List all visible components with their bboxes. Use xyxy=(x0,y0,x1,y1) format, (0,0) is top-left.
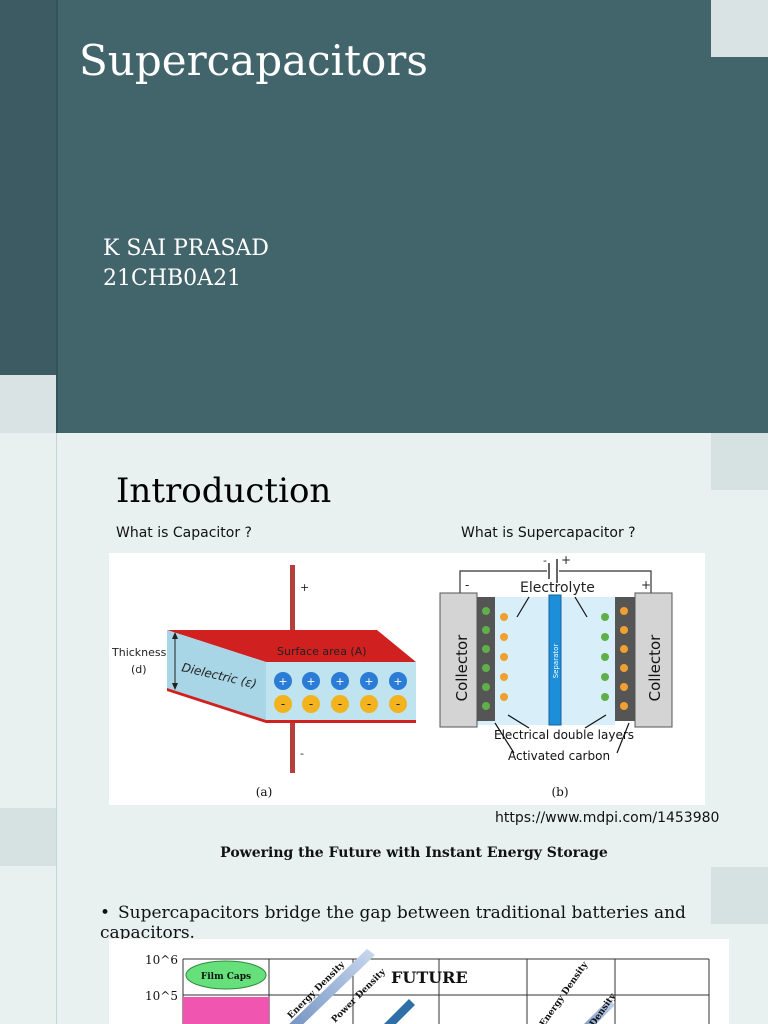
charge-plus: + xyxy=(335,675,344,688)
battery-minus: - xyxy=(543,554,547,567)
plus-terminal: + xyxy=(300,581,309,594)
bottom-plate xyxy=(167,688,416,723)
negative-charges xyxy=(274,695,407,713)
bullet-text: Supercapacitors bridge the gap between t… xyxy=(100,903,686,943)
bottom-wire xyxy=(290,721,295,773)
thickness-symbol: (d) xyxy=(131,663,147,676)
corner-block-bottom-left xyxy=(0,375,56,433)
carbon-left xyxy=(477,597,495,721)
separator-label: Separator xyxy=(552,644,560,679)
electrolyte-label: Electrolyte xyxy=(520,580,595,596)
bullet-item: •Supercapacitors bridge the gap between … xyxy=(100,903,768,943)
charge-plus: + xyxy=(278,675,287,688)
charge-minus: - xyxy=(281,697,285,711)
side-block-left xyxy=(0,808,56,866)
film-caps-bubble xyxy=(185,960,267,990)
top-wire xyxy=(290,565,295,645)
y-tick-2: 10^5 xyxy=(145,989,178,1003)
carbon-label: Activated carbon xyxy=(508,749,610,763)
future-label: FUTURE xyxy=(391,968,468,987)
question-capacitor: What is Capacitor ? xyxy=(116,525,252,541)
slide-title: Introduction xyxy=(116,471,332,511)
figure-source-link[interactable]: https://www.mdpi.com/1453980 xyxy=(495,810,720,826)
left-decor-strip xyxy=(0,0,58,433)
carbon-right xyxy=(615,597,635,721)
slide-title: Supercapacitors xyxy=(79,36,428,85)
dielectric-side xyxy=(167,630,266,720)
surface-area-label: Surface area (A) xyxy=(277,645,367,658)
corner-block-top-right xyxy=(711,433,768,490)
supercapacitor-diagram: - + - + Electrolyte xyxy=(439,553,673,799)
collector-right xyxy=(634,592,673,728)
thickness-label: Thickness xyxy=(111,646,167,659)
edl-label: Electrical double layers xyxy=(494,728,634,742)
terminal-plus: + xyxy=(641,578,651,592)
author-id: 21CHB0A21 xyxy=(103,266,242,291)
collector-left-label: Collector xyxy=(453,634,471,702)
energy-density-chart: 10^6 10^5 Film Caps Energy Density Power… xyxy=(109,939,729,1024)
author-name: K SAI PRASAD xyxy=(103,236,269,261)
y-tick-1: 10^6 xyxy=(145,953,178,967)
author-block: K SAI PRASAD 21CHB0A21 xyxy=(103,234,269,294)
region-block xyxy=(183,997,269,1024)
trend-arrow-right xyxy=(584,999,615,1024)
film-caps-label: Film Caps xyxy=(201,972,251,982)
left-divider xyxy=(56,433,57,1024)
positive-charges xyxy=(274,672,407,690)
ion-layers xyxy=(482,607,628,710)
side-block-right xyxy=(711,867,768,924)
trend-arrow-left xyxy=(289,949,375,1024)
corner-block-top-right xyxy=(711,0,768,57)
top-plate xyxy=(167,630,416,662)
collector-right-label: Collector xyxy=(646,634,664,702)
terminal-minus: - xyxy=(465,578,469,592)
arrow-label-energy-2: Energy Density xyxy=(538,960,590,1024)
collector-left xyxy=(439,592,478,728)
battery-plus: + xyxy=(561,553,571,567)
charge-plus: + xyxy=(364,675,373,688)
charge-plus: + xyxy=(393,675,402,688)
charge-minus: - xyxy=(367,697,371,711)
panel-b-label: (b) xyxy=(551,785,568,799)
charge-plus: + xyxy=(306,675,315,688)
capacitor-diagram: + + + + + - - - - - + - Thickness (d) xyxy=(111,565,416,799)
bullet-marker: • xyxy=(100,903,111,923)
capacitor-figure: + + + + + - - - - - + - Thickness (d) xyxy=(109,553,705,805)
charge-minus: - xyxy=(396,697,400,711)
title-slide: Supercapacitors K SAI PRASAD 21CHB0A21 xyxy=(0,0,768,433)
separator xyxy=(548,594,562,726)
charge-minus: - xyxy=(338,697,342,711)
slide-caption: Powering the Future with Instant Energy … xyxy=(220,845,608,861)
minus-terminal: - xyxy=(300,747,304,760)
introduction-slide: Introduction What is Capacitor ? What is… xyxy=(0,433,768,1024)
trend-arrow-mid xyxy=(384,999,415,1024)
arrow-label-density-2: Density xyxy=(588,991,618,1024)
charge-minus: - xyxy=(309,697,313,711)
electrolyte-region xyxy=(477,597,615,725)
panel-a-label: (a) xyxy=(256,785,273,799)
question-supercapacitor: What is Supercapacitor ? xyxy=(461,525,636,541)
